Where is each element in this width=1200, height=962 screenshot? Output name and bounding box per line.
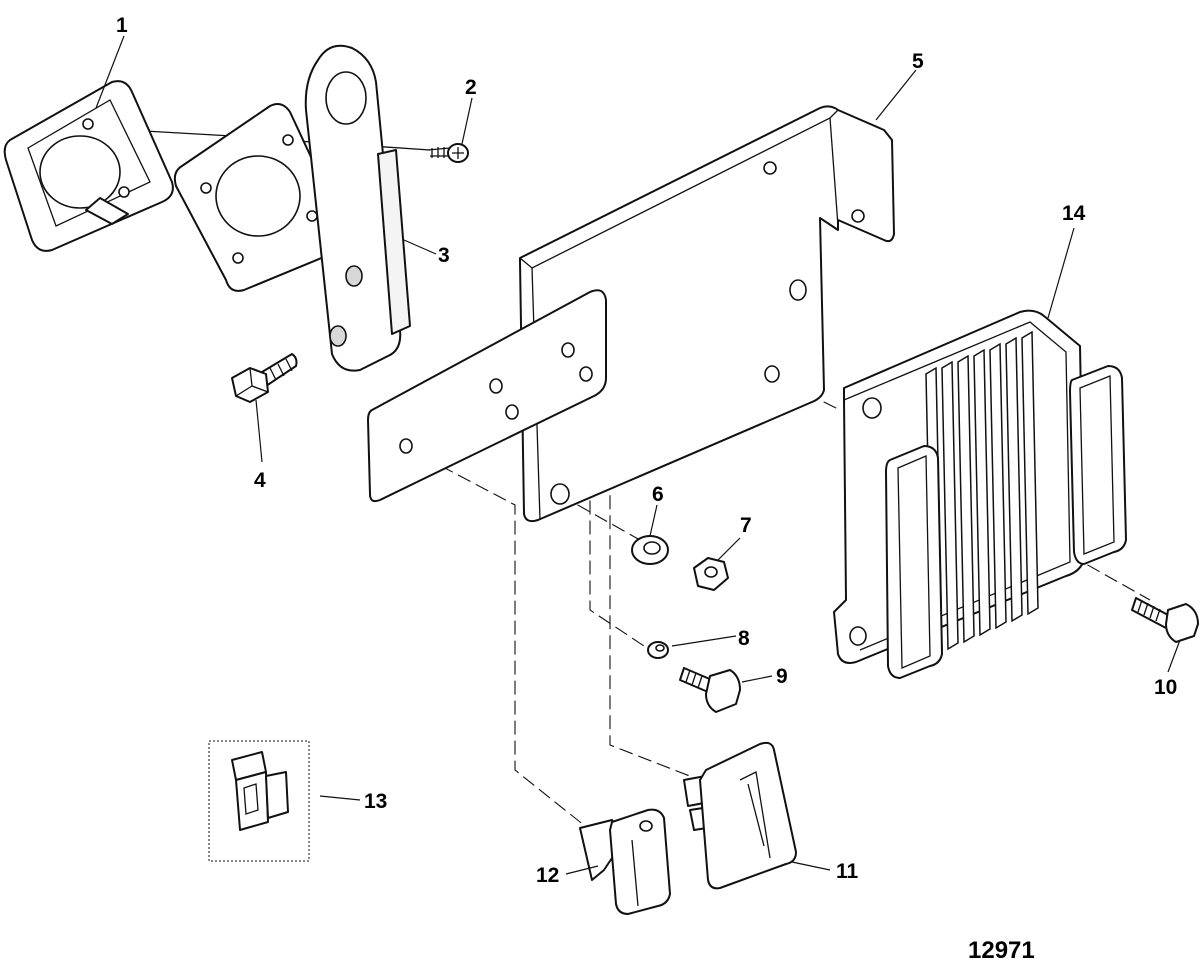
callout-2: 2 — [465, 76, 477, 99]
leader-lines — [95, 35, 1181, 875]
part-8-lock-washer — [647, 641, 669, 659]
flange-plate — [173, 103, 348, 292]
part-11-clip — [683, 741, 797, 890]
part-12-fuse-holder — [579, 808, 671, 915]
part-9-bolt — [679, 667, 741, 713]
callout-3: 3 — [438, 244, 450, 267]
part-5-main-bracket — [367, 105, 895, 523]
callout-10: 10 — [1154, 676, 1177, 699]
part-4-bolt — [231, 353, 298, 403]
callout-6: 6 — [652, 483, 664, 506]
part-13-fuse-detail — [208, 740, 310, 862]
callout-1: 1 — [116, 14, 128, 37]
part-14-control-module — [833, 309, 1127, 679]
callout-13: 13 — [364, 790, 387, 813]
callout-7: 7 — [740, 514, 752, 537]
callout-8: 8 — [738, 627, 750, 650]
part-7-nut — [693, 557, 729, 591]
figure-number: 12971 — [968, 937, 1035, 962]
callout-9: 9 — [776, 665, 788, 688]
callout-4: 4 — [254, 469, 266, 492]
callout-14: 14 — [1062, 202, 1086, 225]
part-3-bracket — [304, 44, 411, 372]
callout-5: 5 — [912, 50, 924, 73]
part-6-washer — [631, 535, 669, 565]
callout-12: 12 — [536, 864, 559, 887]
callout-11: 11 — [836, 860, 859, 883]
part-1-gasket — [3, 80, 174, 252]
part-2-screw — [427, 143, 469, 163]
part-10-bolt — [1131, 597, 1199, 643]
callout-labels: 1 2 3 4 5 6 7 8 9 10 11 12 13 14 — [116, 14, 1177, 887]
